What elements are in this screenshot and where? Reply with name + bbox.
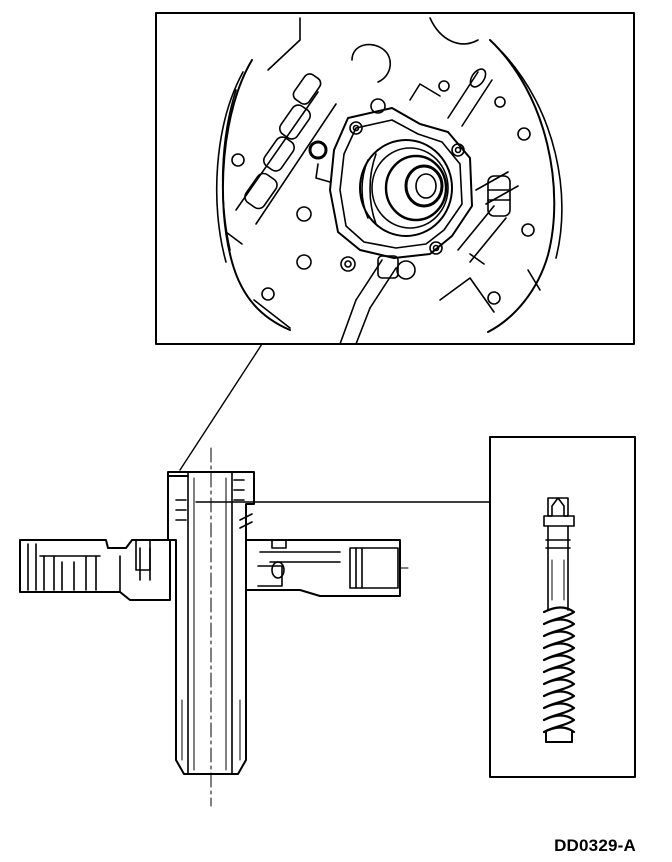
housing-outline-right bbox=[487, 39, 556, 333]
lower-tube bbox=[339, 255, 399, 344]
spring-inset-frame bbox=[489, 436, 636, 778]
main-cross-section bbox=[19, 447, 409, 807]
right-tube-upper bbox=[447, 68, 493, 127]
spring-detail-inset bbox=[489, 436, 636, 778]
spring-rod bbox=[547, 525, 569, 611]
left-fitting bbox=[135, 539, 151, 571]
coil-spring bbox=[542, 606, 576, 734]
pump-detail-inset bbox=[155, 12, 635, 345]
figure-reference-code: DD0329-A bbox=[554, 836, 636, 855]
leader-line-inset bbox=[179, 343, 263, 471]
central-shaft bbox=[167, 471, 255, 775]
inset-frame bbox=[155, 12, 635, 345]
bolt-holes bbox=[231, 80, 535, 305]
right-tube-lower bbox=[457, 171, 519, 265]
left-tube bbox=[225, 73, 337, 245]
right-flange bbox=[239, 513, 409, 597]
pump-bore bbox=[359, 139, 453, 237]
left-flange bbox=[19, 539, 171, 601]
